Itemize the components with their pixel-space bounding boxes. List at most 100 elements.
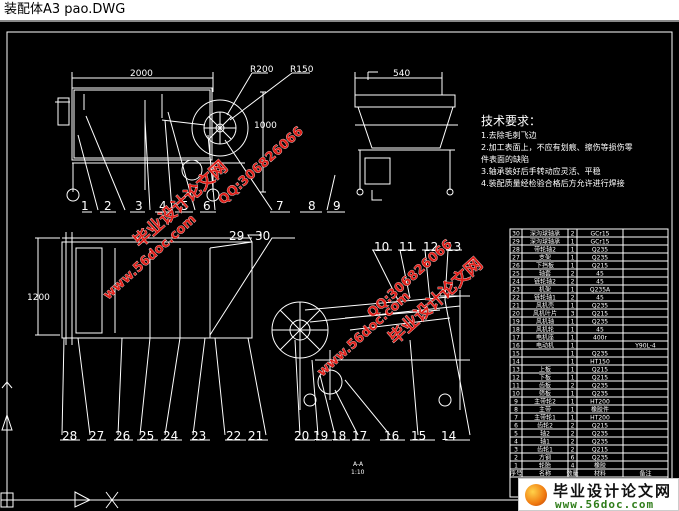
- part-label: 14: [441, 429, 456, 443]
- table-cell: 6: [514, 423, 518, 430]
- table-cell: Q235: [592, 247, 608, 254]
- table-cell: GCr15: [591, 239, 610, 246]
- logo-icon: [525, 484, 547, 506]
- table-cell: 26: [512, 263, 520, 270]
- table-cell: 1: [571, 303, 575, 310]
- table-cell: Q235A: [590, 287, 611, 294]
- table-cell: 5: [514, 431, 518, 438]
- watermarks: 毕业设计论文网 www.56doc.com QQ:306826066 毕业设计论…: [100, 124, 487, 380]
- part-label: 4: [159, 199, 167, 213]
- part-label: 5: [181, 199, 189, 213]
- part-label: 20: [294, 429, 309, 443]
- drawing-frame: [6, 31, 673, 501]
- part-label: 29: [229, 229, 244, 243]
- table-cell: 2: [571, 431, 575, 438]
- table-cell: 20: [512, 311, 520, 318]
- table-cell: 上板: [539, 366, 551, 374]
- table-cell: 23: [512, 287, 520, 294]
- tech-item: 2.加工表面上，不应有划痕、擦伤等损伤零: [481, 142, 633, 152]
- part-label: 3: [135, 199, 143, 213]
- table-cell: Q235: [592, 351, 608, 358]
- part-label: 1: [81, 199, 89, 213]
- table-cell: 1: [571, 287, 575, 294]
- table-cell: HT200: [590, 415, 610, 422]
- table-cell: 2: [571, 231, 575, 238]
- table-cell: 3: [514, 447, 518, 454]
- table-cell: 3: [571, 311, 575, 318]
- dim-1200: 1200: [27, 293, 50, 303]
- table-cell: 13: [512, 367, 520, 374]
- part-label: 8: [308, 199, 316, 213]
- table-cell: 25: [512, 271, 520, 278]
- table-cell: 2: [571, 271, 575, 278]
- table-cell: 17: [512, 335, 520, 342]
- table-cell: 风机壳: [536, 302, 554, 310]
- tech-item: 4.装配质量经检验合格后方允许进行焊接: [481, 178, 625, 188]
- table-cell: 下挡板: [536, 262, 554, 270]
- part-label: 2: [104, 199, 112, 213]
- table-cell: 18: [512, 327, 520, 334]
- table-cell: 14: [512, 359, 520, 366]
- table-cell: 轴套: [539, 270, 551, 278]
- part-label: 21: [248, 429, 263, 443]
- table-cell: 筛板: [539, 390, 551, 398]
- table-cell: Q215: [592, 367, 608, 374]
- table-cell: 8: [514, 407, 518, 414]
- table-cell: Q215: [592, 447, 608, 454]
- table-cell: 1: [571, 239, 575, 246]
- dim-2000: 2000: [130, 69, 153, 79]
- table-cell: 风机叶片: [533, 310, 557, 318]
- table-cell: 10: [512, 391, 520, 398]
- table-cell: 轮胎: [539, 462, 551, 470]
- table-cell: 风机轮: [536, 326, 554, 334]
- table-cell: 1: [514, 463, 518, 470]
- dim-1000: 1000: [254, 121, 277, 131]
- cad-drawing-canvas[interactable]: 2000 1000 R200 R150 1 2 3 4 5 6 7 8 9 54…: [0, 22, 679, 511]
- table-cell: 链轮轴2: [534, 278, 556, 286]
- tech-item: 1.去除毛刺飞边: [481, 130, 537, 140]
- table-cell: GCr15: [591, 231, 610, 238]
- table-cell: 1: [571, 415, 575, 422]
- table-cell: Q235: [592, 255, 608, 262]
- table-cell: 9: [514, 399, 518, 406]
- table-cell: 27: [512, 255, 520, 262]
- part-label: 10: [374, 240, 389, 254]
- table-cell: Q235: [592, 391, 608, 398]
- table-cell: 风机轴: [536, 318, 554, 326]
- section-name: A-A: [353, 461, 364, 468]
- table-cell: 2: [514, 455, 518, 462]
- table-cell: 带轮轴2: [534, 246, 556, 254]
- site-logo: 毕业设计论文网 www.56doc.com: [518, 478, 679, 511]
- table-cell: 12: [512, 375, 520, 382]
- table-cell: 1: [571, 407, 575, 414]
- table-cell: 6: [571, 455, 575, 462]
- table-cell: 1: [571, 327, 575, 334]
- table-cell: Q235: [592, 455, 608, 462]
- table-cell: 28: [512, 247, 520, 254]
- table-cell: Q215: [592, 311, 608, 318]
- table-cell: 22: [512, 295, 520, 302]
- table-cell: 方钢: [539, 454, 551, 462]
- table-cell: Q235: [592, 319, 608, 326]
- part-label: 17: [352, 429, 367, 443]
- table-cell: Q215: [592, 263, 608, 270]
- table-cell: 16: [512, 343, 520, 350]
- window-title: 装配体A3 pao.DWG: [0, 0, 679, 22]
- part-label: 25: [139, 429, 154, 443]
- part-label: 6: [203, 199, 211, 213]
- table-cell: 45: [596, 295, 604, 302]
- part-label: 23: [191, 429, 206, 443]
- table-cell: 电机座: [536, 334, 554, 342]
- table-cell: 下板: [539, 374, 551, 382]
- logo-text-cn: 毕业设计论文网: [553, 482, 673, 500]
- table-cell: 支架: [539, 254, 551, 262]
- table-cell: 1: [571, 255, 575, 262]
- part-label: 28: [62, 429, 77, 443]
- table-cell: 深沟球轴承: [530, 238, 560, 246]
- table-cell: 深沟球轴承: [530, 230, 560, 238]
- part-label: 24: [163, 429, 178, 443]
- table-cell: 21: [512, 303, 520, 310]
- part-label: 26: [115, 429, 130, 443]
- table-cell: 2: [571, 295, 575, 302]
